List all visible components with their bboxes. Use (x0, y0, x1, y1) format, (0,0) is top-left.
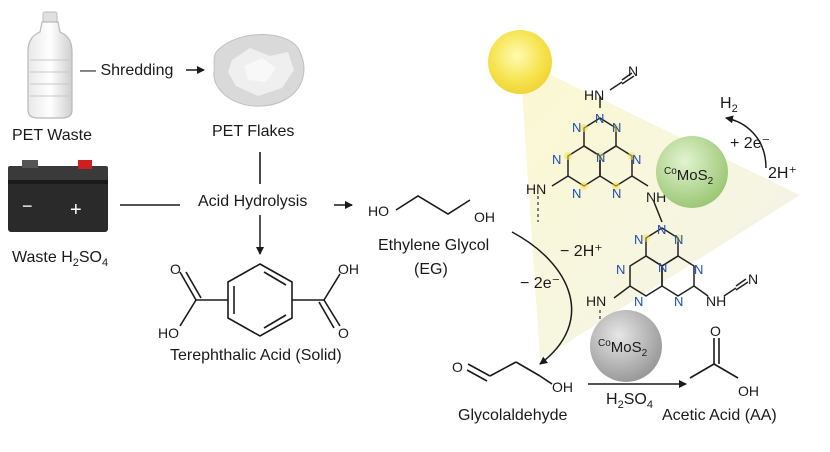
label-glycolaldehyde: Glycolaldehyde (458, 407, 568, 424)
catalyst-green (656, 136, 728, 208)
n-top-6: N (632, 152, 641, 167)
label-terephthalic-acid: Terephthalic Acid (Solid) (170, 347, 342, 364)
label-catalyst-green: CoMoS2 (664, 166, 714, 187)
tpa-ho-left: HO (158, 325, 179, 341)
cn-top-n: N (628, 63, 638, 79)
ga-o: O (452, 359, 463, 375)
nh-top: HN (584, 87, 604, 103)
heptazine-labels: N HN N N N N N N N N HN NH N N N N N N N… (526, 63, 758, 309)
label-minus-2e: − 2e⁻ (520, 275, 560, 292)
label-ethylene-glycol: Ethylene Glycol (378, 237, 489, 254)
label-pet-flakes: PET Flakes (212, 123, 294, 140)
ga-oh: OH (552, 379, 573, 395)
n-bot-1: N (657, 222, 666, 237)
aa-oh: OH (738, 383, 759, 399)
arrow-oxidation (511, 231, 573, 365)
battery-minus-icon: − (22, 196, 33, 216)
sun-icon (488, 30, 552, 94)
label-h2so4: H2SO4 (606, 391, 653, 411)
battery-plus-icon: + (70, 199, 82, 221)
n-top-5: N (552, 152, 561, 167)
arrow-her (725, 115, 767, 169)
tpa-oh-right: OH (338, 261, 359, 277)
heptazine-bottom-unit (599, 201, 749, 332)
n-top-2: N (572, 120, 581, 135)
eg-ho: HO (368, 203, 389, 219)
heptazine-structure (537, 72, 749, 332)
battery-icon: − + (8, 160, 108, 232)
n-bot-5: N (616, 262, 625, 277)
n-top-7: N (572, 186, 581, 201)
n-top-3: N (612, 120, 621, 135)
nh-bridge: NH (646, 189, 666, 205)
hn-bot-left: HN (586, 293, 606, 309)
label-minus-2h: − 2H⁺ (560, 243, 603, 260)
n-top-8: N (612, 186, 621, 201)
aa-o: O (710, 323, 721, 339)
cn-bot-n: N (748, 271, 758, 287)
tpa-o-right: O (338, 325, 349, 341)
label-acetic-acid: Acetic Acid (AA) (662, 407, 777, 424)
tpa-o-left: O (170, 261, 181, 277)
n-bot-6: N (694, 262, 703, 277)
heptazine-top-unit (537, 72, 649, 222)
eg-oh: OH (474, 209, 495, 225)
label-acid-hydrolysis: Acid Hydrolysis (198, 193, 307, 210)
pet-flakes-icon (213, 34, 305, 107)
label-h2: H2 (720, 95, 738, 115)
glycolaldehyde-structure (466, 361, 553, 385)
label-pet-waste: PET Waste (12, 127, 92, 144)
n-bot-7: N (634, 294, 643, 309)
light-beam (520, 60, 800, 360)
nh-bot-right: NH (706, 293, 726, 309)
label-waste-acid: Waste H2SO4 (12, 249, 108, 269)
n-bot-8: N (674, 294, 683, 309)
label-2h: 2H⁺ (768, 165, 797, 182)
label-shredding: — Shredding (80, 62, 173, 79)
n-top-4: N (596, 150, 605, 165)
n-bot-3: N (674, 232, 683, 247)
eg-backbone (395, 195, 471, 215)
hn-top-left: HN (526, 181, 546, 197)
n-bot-2: N (634, 232, 643, 247)
n-bot-4: N (658, 260, 667, 275)
label-plus-2e: + 2e⁻ (730, 135, 770, 152)
catalyst-gray (590, 310, 662, 382)
bottle-icon (27, 11, 73, 119)
n-top-1: N (595, 111, 604, 126)
acetic-acid-structure (689, 338, 739, 379)
terephthalic-acid-structure (179, 263, 341, 337)
label-catalyst-gray: CoMoS2 (598, 338, 648, 359)
label-eg: (EG) (414, 261, 448, 278)
